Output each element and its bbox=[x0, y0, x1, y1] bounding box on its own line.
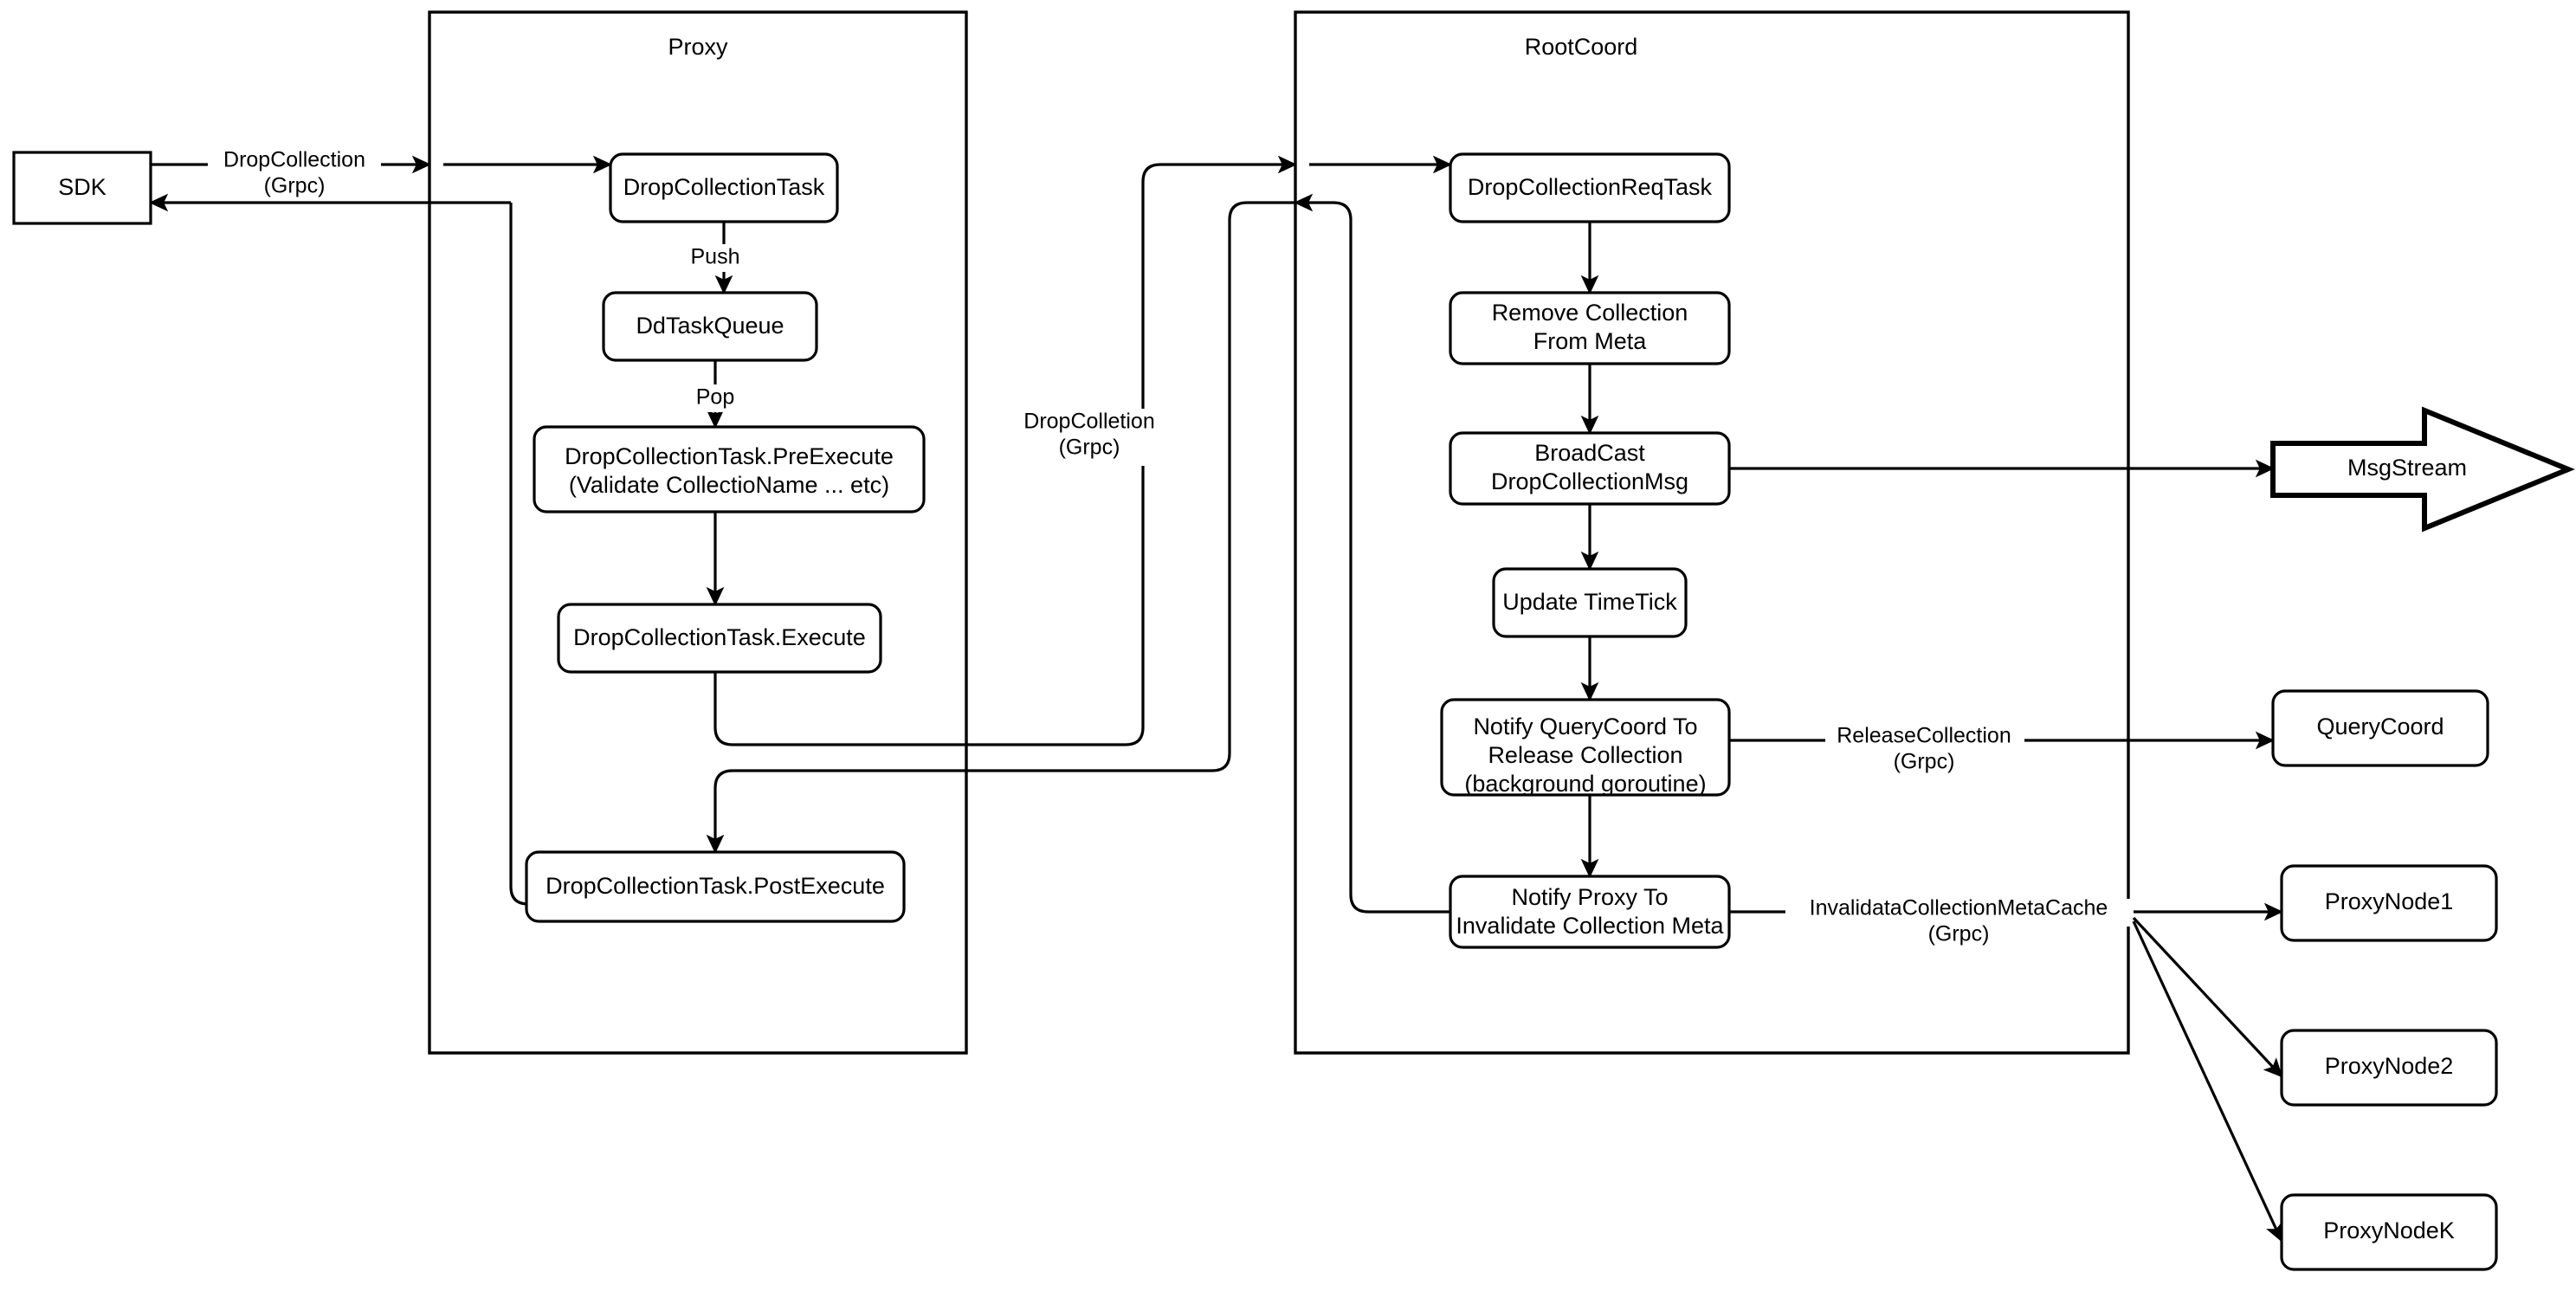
edge-label-sdk-to-proxy-line2: (Grpc) bbox=[264, 174, 326, 198]
node-label-broadcast-line2: DropCollectionMsg bbox=[1491, 468, 1688, 494]
edge-rootcoord-resp-to-postexecute bbox=[706, 769, 966, 854]
node-drop-collection-task[interactable]: DropCollectionTask bbox=[609, 152, 839, 223]
node-update-timetick[interactable]: Update TimeTick bbox=[1492, 567, 1688, 638]
node-label-remove-meta-line2: From Meta bbox=[1533, 328, 1648, 354]
node-label-pre-execute-line2: (Validate CollectioName ... etc) bbox=[569, 472, 889, 498]
node-label-notify-proxy-line1: Notify Proxy To bbox=[1511, 884, 1668, 910]
node-proxynodek[interactable]: ProxyNodeK bbox=[2280, 1193, 2498, 1271]
node-label-remove-meta-line1: Remove Collection bbox=[1492, 300, 1688, 326]
node-label-proxynode2: ProxyNode2 bbox=[2325, 1053, 2454, 1079]
edge-boundary-to-proxynodek bbox=[2132, 920, 2283, 1243]
edge-invalidate-to-rootcoord-boundary bbox=[1294, 193, 1450, 914]
node-label-pre-execute-line1: DropCollectionTask.PreExecute bbox=[565, 443, 894, 469]
node-label-notify-querycoord-line3: (background goroutine) bbox=[1464, 771, 1706, 797]
node-label-drop-collection-req-task: DropCollectionReqTask bbox=[1468, 174, 1713, 200]
edge-label-push: Push bbox=[684, 244, 746, 272]
node-label-dd-task-queue: DdTaskQueue bbox=[636, 313, 784, 339]
edge-label-invalidate-meta-cache-line2: (Grpc) bbox=[1928, 922, 1990, 946]
node-notify-querycoord[interactable]: Notify QueryCoord To Release Collection … bbox=[1440, 698, 1731, 797]
node-label-drop-collection-task: DropCollectionTask bbox=[623, 174, 825, 200]
edge-label-proxy-to-rootcoord: DropColletion (Grpc) bbox=[1020, 409, 1185, 466]
edge-label-release-collection-line2: (Grpc) bbox=[1894, 750, 1955, 774]
edge-label-sdk-to-proxy-line1: DropCollection bbox=[223, 148, 365, 172]
node-label-notify-querycoord-line1: Notify QueryCoord To bbox=[1473, 714, 1697, 739]
node-sdk[interactable]: SDK bbox=[12, 151, 152, 225]
node-label-querycoord: QueryCoord bbox=[2316, 714, 2444, 739]
node-pre-execute[interactable]: DropCollectionTask.PreExecute (Validate … bbox=[533, 425, 926, 513]
node-label-msgstream: MsgStream bbox=[2347, 455, 2467, 481]
container-label-rootcoord: RootCoord bbox=[1525, 34, 1638, 60]
node-drop-collection-req-task[interactable]: DropCollectionReqTask bbox=[1449, 152, 1731, 223]
node-broadcast-drop-collection-msg[interactable]: BroadCast DropCollectionMsg bbox=[1449, 431, 1731, 506]
edge-rootcoord-to-proxy-grpc-return bbox=[966, 201, 1295, 772]
edge-boundary-to-proxynode2 bbox=[2132, 916, 2283, 1078]
node-label-notify-querycoord-line2: Release Collection bbox=[1488, 742, 1682, 768]
node-msgstream[interactable]: MsgStream bbox=[2270, 406, 2575, 533]
node-remove-collection-from-meta[interactable]: Remove Collection From Meta bbox=[1449, 291, 1731, 365]
edge-label-sdk-to-proxy: DropCollection (Grpc) bbox=[208, 145, 381, 198]
node-label-post-execute: DropCollectionTask.PostExecute bbox=[546, 873, 885, 899]
node-label-notify-proxy-line2: Invalidate Collection Meta bbox=[1456, 913, 1724, 939]
edge-label-invalidate-meta-cache-line1: InvalidataCollectionMetaCache bbox=[1810, 896, 2108, 920]
node-notify-proxy-invalidate[interactable]: Notify Proxy To Invalidate Collection Me… bbox=[1449, 875, 1731, 949]
node-proxynode2[interactable]: ProxyNode2 bbox=[2280, 1029, 2498, 1107]
edge-postexecute-to-sdk-riser bbox=[509, 203, 529, 906]
edge-label-proxy-to-rootcoord-line2: (Grpc) bbox=[1059, 436, 1120, 460]
node-proxynode1[interactable]: ProxyNode1 bbox=[2280, 864, 2498, 942]
edge-execute-to-rootcoord-out bbox=[713, 672, 966, 746]
edge-label-pop: Pop bbox=[686, 384, 743, 412]
node-execute[interactable]: DropCollectionTask.Execute bbox=[557, 603, 882, 674]
node-post-execute[interactable]: DropCollectionTask.PostExecute bbox=[525, 850, 906, 923]
node-label-sdk: SDK bbox=[58, 174, 107, 200]
edge-label-invalidate-meta-cache: InvalidataCollectionMetaCache (Grpc) bbox=[1785, 896, 2132, 946]
edge-label-push-text: Push bbox=[691, 245, 740, 269]
node-label-proxynodek: ProxyNodeK bbox=[2323, 1217, 2455, 1243]
edge-label-release-collection-line1: ReleaseCollection bbox=[1837, 724, 2011, 748]
edge-label-proxy-to-rootcoord-line1: DropColletion bbox=[1023, 410, 1154, 434]
node-label-execute: DropCollectionTask.Execute bbox=[573, 624, 866, 650]
edge-label-release-collection: ReleaseCollection (Grpc) bbox=[1825, 724, 2024, 774]
container-proxy: Proxy bbox=[428, 10, 968, 1055]
node-label-broadcast-line1: BroadCast bbox=[1534, 440, 1645, 466]
node-label-update-timetick: Update TimeTick bbox=[1502, 589, 1677, 615]
container-label-proxy: Proxy bbox=[668, 34, 728, 60]
node-label-proxynode1: ProxyNode1 bbox=[2325, 888, 2454, 914]
edge-label-pop-text: Pop bbox=[696, 385, 734, 410]
node-dd-task-queue[interactable]: DdTaskQueue bbox=[602, 291, 818, 362]
node-querycoord[interactable]: QueryCoord bbox=[2271, 689, 2489, 767]
container-rootcoord: RootCoord bbox=[1294, 10, 2130, 1055]
